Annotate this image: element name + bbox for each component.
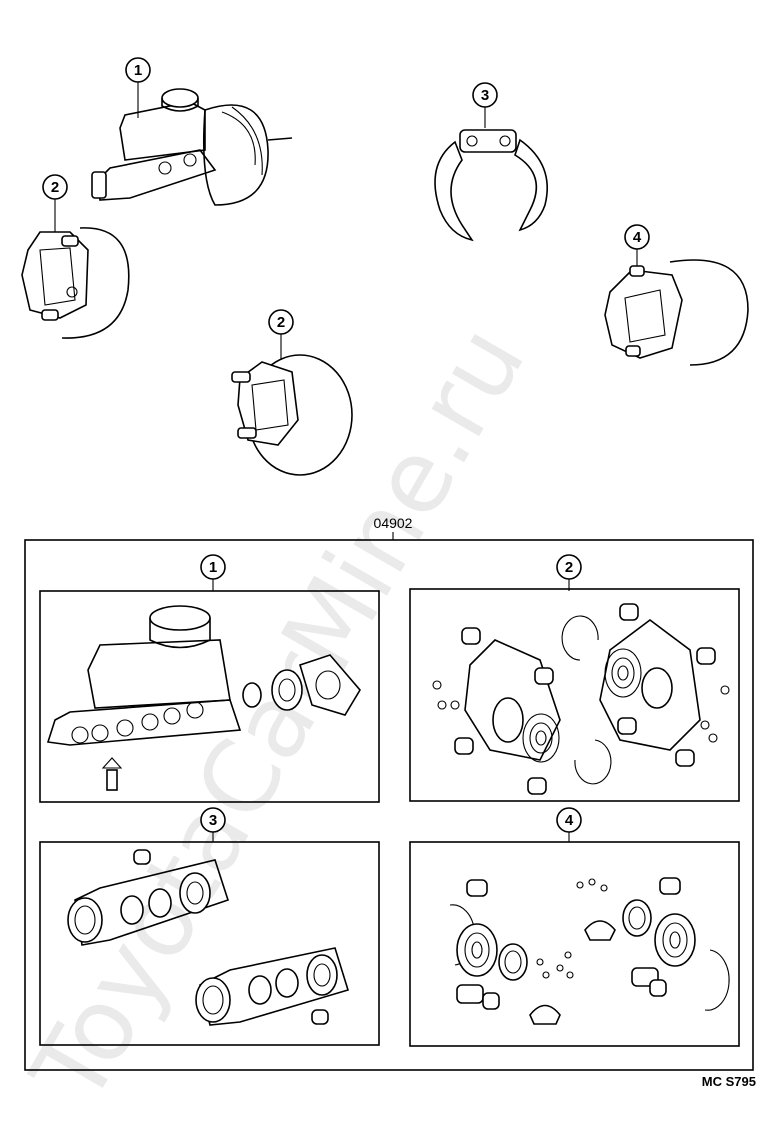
kit-4-label: 4 bbox=[565, 812, 574, 829]
front-caliper-left[interactable]: 2 bbox=[21, 174, 130, 339]
rear-caliper-assembly[interactable]: 4 bbox=[604, 224, 749, 366]
kit-3-label: 3 bbox=[209, 812, 217, 829]
kit-1-label: 1 bbox=[209, 559, 217, 576]
master-cylinder-assembly[interactable]: 1 bbox=[91, 57, 293, 206]
kit-4-rear-caliper-kit[interactable]: 4 bbox=[409, 807, 740, 1047]
kit-3-wheel-cylinder-kit[interactable]: 3 bbox=[39, 807, 380, 1046]
callout-3-label: 3 bbox=[481, 87, 489, 104]
kit-2-front-caliper-kit[interactable]: 2 bbox=[409, 554, 740, 802]
front-caliper-right[interactable]: 2 bbox=[231, 309, 353, 476]
rear-wheel-cylinder-assembly[interactable]: 3 bbox=[434, 82, 549, 242]
callout-4-label: 4 bbox=[633, 229, 642, 246]
drawing-reference: MC S795 bbox=[702, 1074, 756, 1089]
kit-frame bbox=[24, 539, 754, 1071]
kit-2-label: 2 bbox=[565, 559, 573, 576]
callout-1-label: 1 bbox=[134, 62, 142, 79]
callout-2-left-label: 2 bbox=[51, 179, 59, 196]
kit-code: 04902 bbox=[374, 515, 413, 531]
kit-1-master-cylinder-kit[interactable]: 1 bbox=[39, 554, 380, 803]
callout-2-right-label: 2 bbox=[277, 314, 285, 331]
